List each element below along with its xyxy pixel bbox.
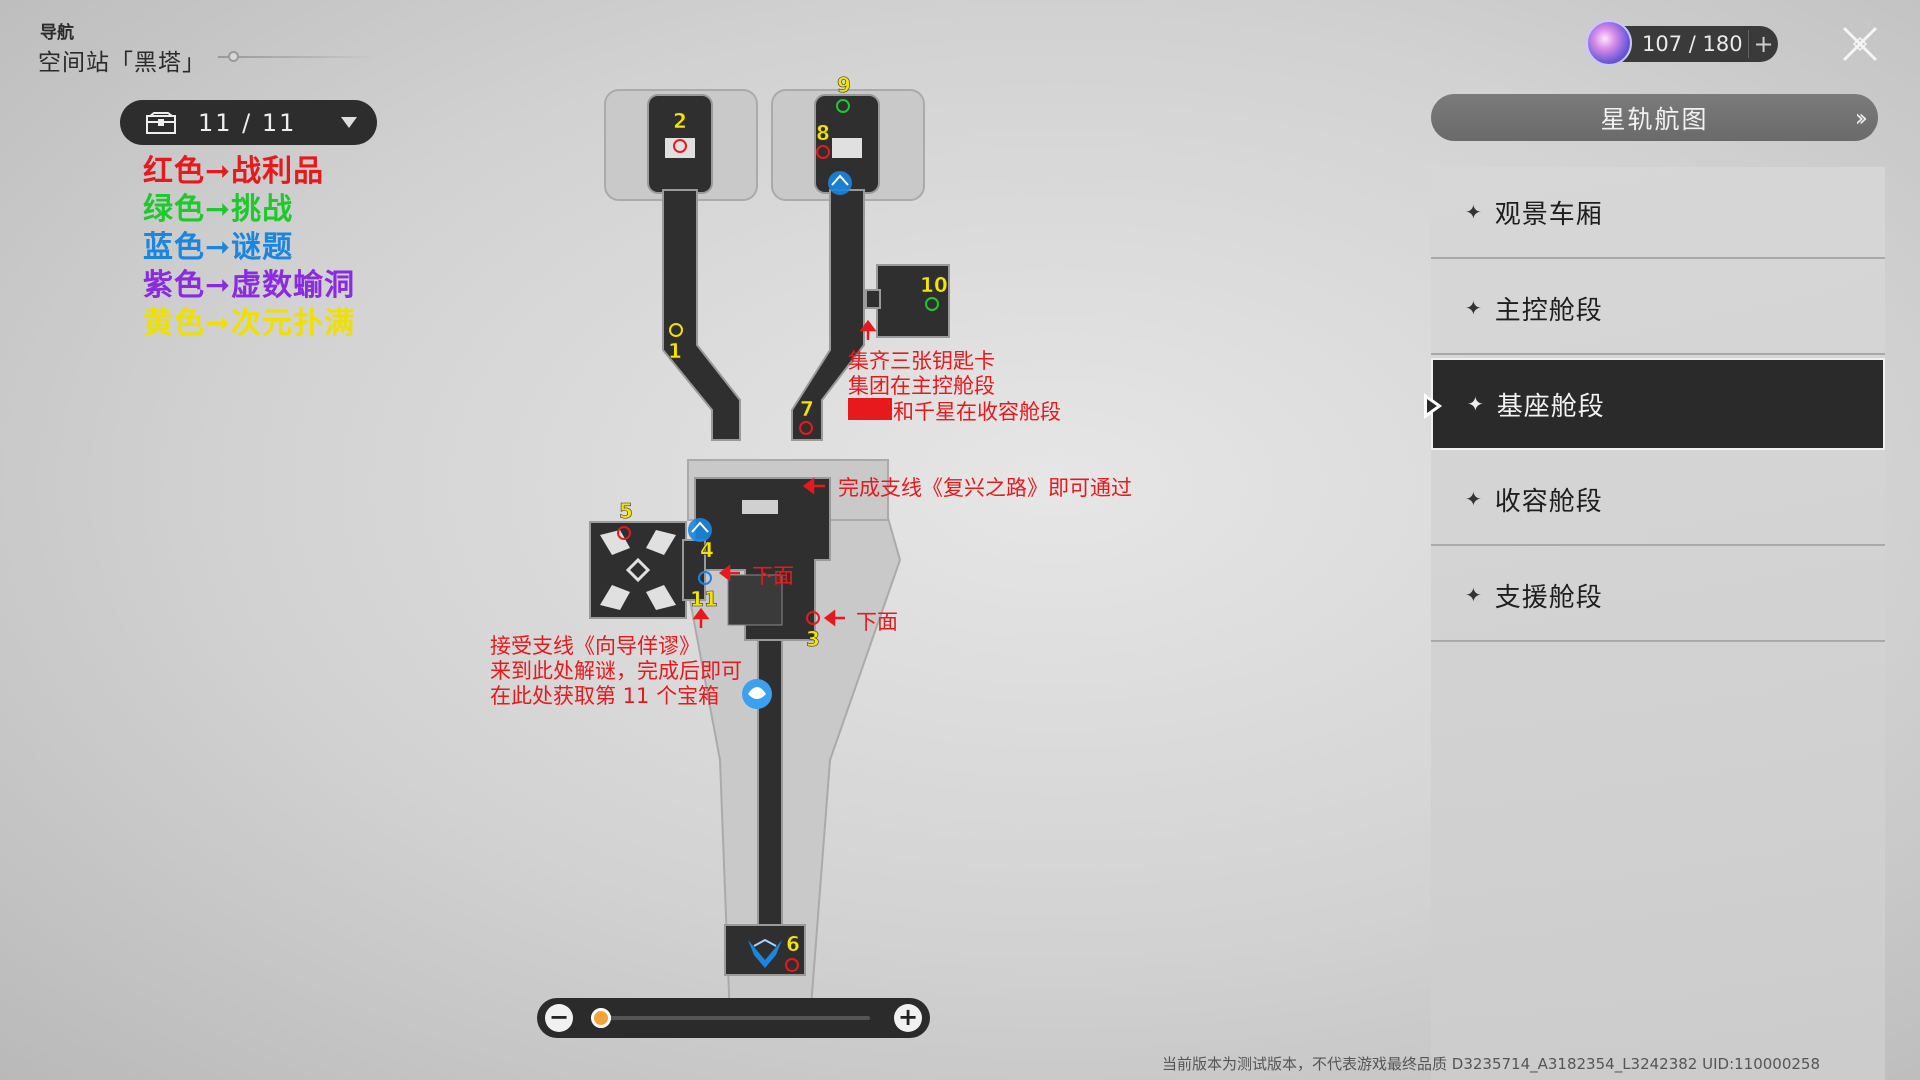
space-anchor-icon[interactable] [828, 171, 852, 195]
map-corridors [589, 94, 950, 976]
area-item-base-zone[interactable]: ✦ 基座舱段 [1431, 358, 1885, 450]
star-icon: ✦ [1465, 487, 1483, 511]
chest-marker [617, 526, 631, 540]
area-item-master-control-zone[interactable]: ✦ 主控舱段 [1431, 263, 1885, 355]
annotation-arrows [692, 319, 877, 628]
chest-marker [799, 421, 813, 435]
space-anchor-icon[interactable] [688, 518, 712, 542]
location-name: 空间站「黑塔」 [38, 50, 206, 76]
legend-purple: 紫色➞虚数蝓洞 [143, 268, 356, 303]
chest-counter-dropdown[interactable]: 11 / 11 [120, 100, 377, 145]
legend-yellow: 黄色➞次元扑满 [143, 306, 356, 341]
area-item-storage-zone[interactable]: ✦ 收容舱段 [1431, 454, 1885, 546]
map-number: 9 [837, 73, 851, 97]
star-rail-map-button[interactable]: 星轨航图 ›› [1431, 94, 1878, 141]
area-item-label: 基座舱段 [1496, 391, 1605, 422]
map-number: 10 [920, 273, 948, 297]
star-rail-map-label: 星轨航图 [1600, 104, 1709, 134]
chest-count: 11 / 11 [198, 108, 297, 137]
annotation-guide: 来到此处解谜，完成后即可 [490, 659, 742, 683]
chest-marker [673, 139, 687, 153]
chest-marker [816, 145, 830, 159]
map-number: 4 [700, 538, 714, 562]
trailblaze-power: 107 / 180 + [1586, 20, 1778, 66]
area-item-supply-zone[interactable]: ✦ 支援舱段 [1431, 550, 1885, 642]
star-icon: ✦ [1465, 583, 1483, 607]
area-item-label: 主控舱段 [1494, 295, 1603, 326]
zoom-track[interactable] [591, 1008, 870, 1028]
challenge-marker [925, 297, 939, 311]
nav-title: 导航 [40, 23, 74, 43]
annotation-pass-quest: 完成支线《复兴之路》即可通过 [838, 476, 1132, 500]
zoom-out-button[interactable]: − [545, 1004, 573, 1032]
trailblaze-power-value: 107 / 180 [1642, 32, 1743, 56]
chest-marker [698, 571, 712, 585]
calyx-icon[interactable] [748, 938, 782, 968]
zoom-in-button[interactable]: + [894, 1004, 922, 1032]
map-number: 1 [668, 339, 682, 363]
annotation-below: 下面 [856, 610, 898, 634]
map-number: 8 [816, 121, 830, 145]
puzzle-icon[interactable] [742, 679, 772, 709]
build-info: 当前版本为测试版本，不代表游戏最终品质 D3235714_A3182354_L3… [1162, 1055, 1821, 1073]
chest-markers [617, 139, 830, 972]
annotation-guide: 接受支线《向导佯谬》 [490, 634, 700, 658]
close-icon[interactable] [1840, 24, 1880, 64]
chest-marker [785, 958, 799, 972]
legend-blue: 蓝色➞谜题 [143, 230, 294, 265]
selection-arrow-inner [1427, 399, 1437, 413]
trailblaze-power-icon [1586, 20, 1632, 66]
chest-icon [146, 111, 176, 134]
area-item-label: 支援舱段 [1494, 582, 1603, 613]
annotation-guide: 在此处获取第 11 个宝箱 [490, 684, 720, 708]
title-divider [218, 56, 378, 58]
map-number: 3 [806, 627, 820, 651]
area-item-observation-car[interactable]: ✦ 观景车厢 [1431, 167, 1885, 259]
zoom-slider[interactable]: − + [537, 998, 930, 1038]
redaction-box [848, 398, 892, 420]
map-number: 5 [619, 499, 633, 523]
star-icon: ✦ [1467, 392, 1485, 416]
annotation-below: 下面 [752, 564, 794, 588]
origami-marker [669, 323, 683, 337]
map-number-labels: 1 2 3 4 5 6 7 8 9 10 11 [619, 73, 948, 957]
star-icon: ✦ [1465, 200, 1483, 224]
annotation-keycard: 集团在主控舱段 [848, 374, 995, 398]
challenge-marker [836, 99, 850, 113]
map-room-details [600, 138, 862, 626]
chest-marker [806, 611, 820, 625]
title-divider-dot [228, 51, 239, 62]
area-item-label: 观景车厢 [1494, 199, 1603, 230]
star-icon: ✦ [1465, 296, 1483, 320]
chevron-down-icon [341, 117, 357, 128]
map-number: 7 [800, 397, 814, 421]
annotation-keycard: 和千星在收容舱段 [893, 400, 1061, 424]
map-number: 11 [690, 587, 718, 611]
legend-red: 红色➞战利品 [143, 154, 325, 189]
zoom-thumb[interactable] [591, 1008, 611, 1028]
area-item-label: 收容舱段 [1494, 486, 1603, 517]
annotation-keycard: 集齐三张钥匙卡 [848, 349, 995, 373]
map-number: 6 [786, 932, 800, 956]
legend-green: 绿色➞挑战 [143, 192, 294, 227]
map-number: 2 [673, 109, 687, 133]
add-power-button[interactable]: + [1748, 30, 1778, 58]
area-list-panel: ✦ 观景车厢 ✦ 主控舱段 ✦ 基座舱段 ✦ 收容舱段 ✦ 支援舱段 [1431, 167, 1885, 1080]
